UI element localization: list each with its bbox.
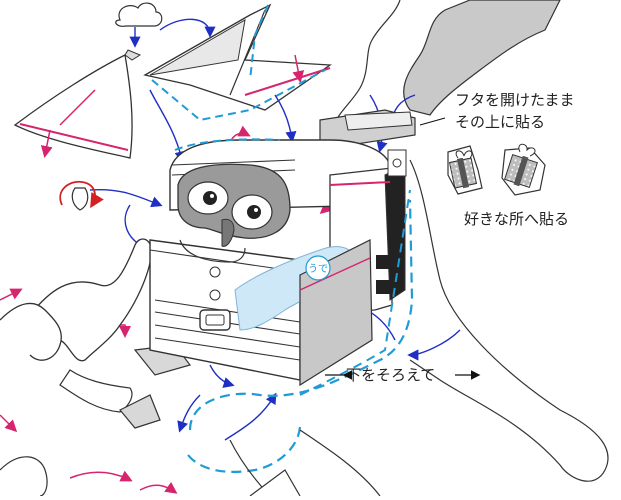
smoke-piece xyxy=(331,0,561,129)
align-bottom-label: 下をそろえて xyxy=(346,366,436,384)
gift-sticker-2 xyxy=(501,143,546,196)
lid-open-label-line1: フタを開けたまま xyxy=(455,91,575,109)
stick-anywhere-label: 好きな所へ貼る xyxy=(464,210,570,228)
lid-open-label-line2: その上に貼る xyxy=(455,113,546,131)
left-flap-piece xyxy=(13,49,142,159)
cloud-shape xyxy=(115,2,163,27)
lid-pointer-line xyxy=(419,117,446,126)
robot-body: うで xyxy=(149,109,416,396)
arm-mark-label: うで xyxy=(308,263,328,275)
roof-fin-piece xyxy=(143,3,332,122)
gift-sticker-1 xyxy=(447,145,483,195)
turn-arrow-left xyxy=(59,180,104,209)
